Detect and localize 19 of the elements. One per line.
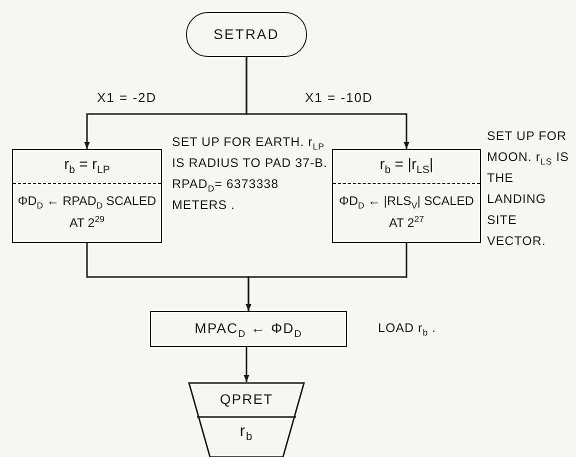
flow-arrow — [246, 57, 410, 149]
node-label: SETRAD — [214, 26, 280, 44]
node-label: MPAC$_{D}$ ← ΦD$_{D}$ — [194, 320, 302, 338]
process-box — [332, 149, 481, 243]
flow-arrow — [246, 243, 408, 311]
terminal-box — [186, 12, 307, 57]
annotation-text: SET UP FOR MOON. r$_{LS}$ IS THE LANDING SITE VECTOR. — [487, 128, 570, 250]
flow-arrow — [244, 347, 250, 382]
process-box — [150, 311, 347, 347]
return-box — [188, 382, 305, 457]
node-label: r$_{b}$ = r$_{LP}$ — [13, 150, 161, 184]
process-box — [12, 149, 162, 243]
node-body: ΦD$_{D}$ ← |RLS$_{V}$| SCALED AT 2$^{27}$ — [338, 193, 475, 232]
annotation-text: SET UP FOR EARTH. r$_{LP}$ IS RADIUS TO PAD 37-B. RPAD$_{D}$= 6373338 METERS . — [172, 134, 328, 214]
node-label: QPRET — [220, 390, 274, 409]
node-label: r$_{b}$ = |r$_{LS}$| — [333, 150, 480, 184]
node-body: r$_{b}$ — [240, 422, 254, 446]
annotation-text: LOAD r$_{b}$ . — [378, 320, 438, 339]
node-body: ΦD$_{D}$ ← RPAD$_{D}$ SCALED AT 2$^{29}$ — [16, 193, 158, 232]
